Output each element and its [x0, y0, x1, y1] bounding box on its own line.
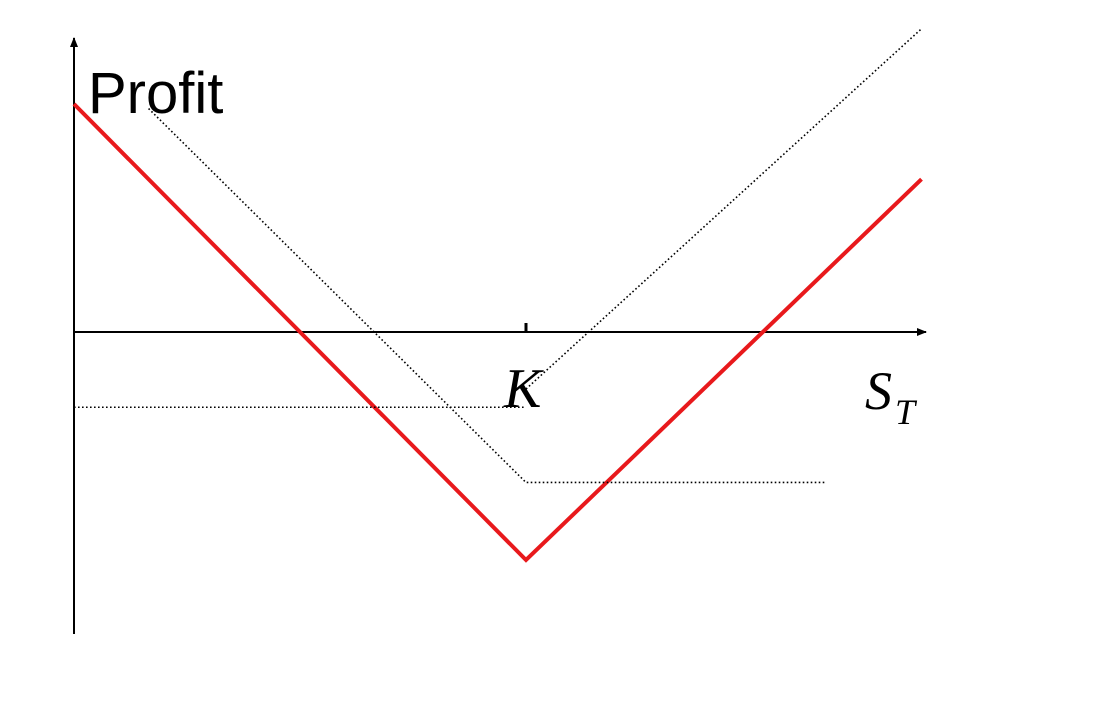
series-group	[72, 28, 923, 563]
series-line-1	[72, 102, 923, 563]
x-axis-label: S	[865, 361, 892, 421]
x-axis-label-subscript: T	[895, 392, 918, 432]
y-axis-label: Profit	[88, 61, 223, 126]
k-tick-label: K	[503, 358, 544, 420]
dotted-line-2	[148, 107, 825, 484]
dotted-line-3	[525, 28, 923, 390]
